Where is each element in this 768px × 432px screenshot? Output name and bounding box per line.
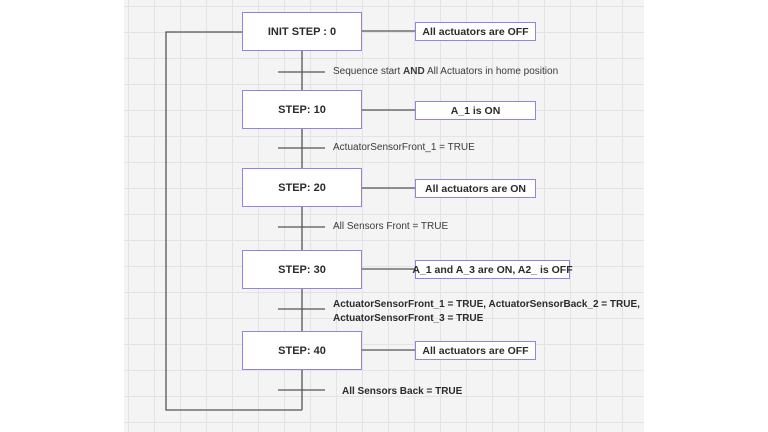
step-40[interactable]: STEP: 40 xyxy=(242,331,362,370)
action-step-20[interactable]: All actuators are ON xyxy=(415,179,536,198)
action-step-30[interactable]: A_1 and A_3 are ON, A2_ is OFF xyxy=(412,260,573,279)
condition-text: Sequence start xyxy=(333,66,404,77)
action-label: A_1 is ON xyxy=(450,104,501,117)
condition-text: All Actuators in home position xyxy=(424,66,559,77)
grid-canvas xyxy=(124,0,644,432)
action-step-0[interactable]: All actuators are OFF xyxy=(415,22,536,41)
step-10[interactable]: STEP: 10 xyxy=(242,90,362,129)
action-step-10[interactable]: A_1 is ON xyxy=(415,101,536,120)
step-label: STEP: 10 xyxy=(278,103,326,116)
step-label: STEP: 30 xyxy=(278,263,326,276)
transition-condition-0: Sequence start AND All Actuators in home… xyxy=(333,65,558,79)
transition-condition-4: All Sensors Back = TRUE xyxy=(342,386,463,397)
action-step-40[interactable]: All actuators are OFF xyxy=(415,341,536,360)
action-label: A_1 and A_3 are ON, A2_ is OFF xyxy=(412,263,573,276)
return-loop-line xyxy=(165,31,302,411)
step-label: STEP: 40 xyxy=(278,344,326,357)
condition-keyword: AND xyxy=(403,66,425,77)
action-label: All actuators are OFF xyxy=(422,344,529,357)
step-label: INIT STEP : 0 xyxy=(267,25,337,38)
transition-condition-1: ActuatorSensorFront_1 = TRUE xyxy=(333,142,475,153)
transition-condition-3-line-2: ActuatorSensorFront_3 = TRUE xyxy=(333,313,484,324)
transition-condition-2: All Sensors Front = TRUE xyxy=(333,221,449,232)
step-label: STEP: 20 xyxy=(278,181,326,194)
transition-condition-3-line-1: ActuatorSensorFront_1 = TRUE, ActuatorSe… xyxy=(333,299,640,310)
step-init-0[interactable]: INIT STEP : 0 xyxy=(242,12,362,51)
action-label: All actuators are OFF xyxy=(422,25,529,38)
step-30[interactable]: STEP: 30 xyxy=(242,250,362,289)
action-label: All actuators are ON xyxy=(425,182,526,195)
step-20[interactable]: STEP: 20 xyxy=(242,168,362,207)
